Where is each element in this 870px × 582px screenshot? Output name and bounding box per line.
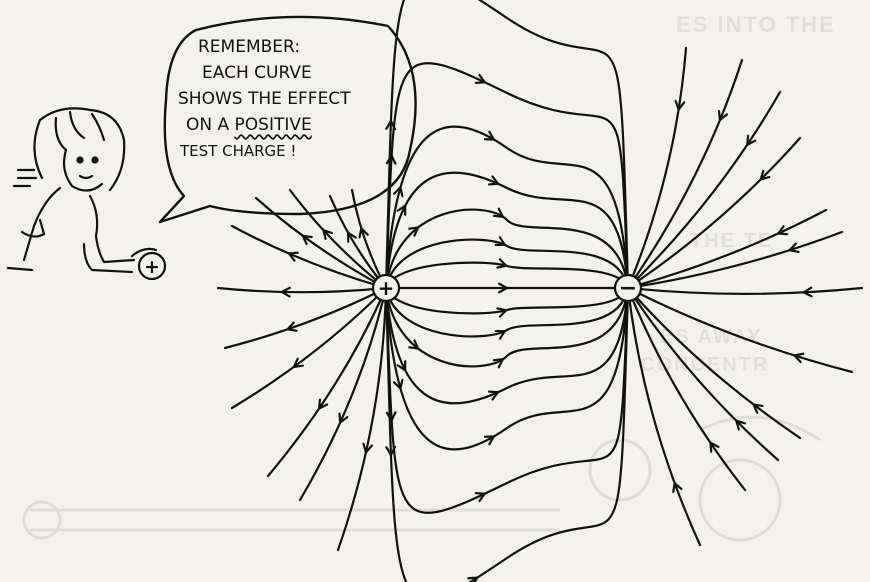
field-line-inward (628, 288, 862, 294)
field-line (386, 288, 628, 336)
field-line (386, 288, 628, 449)
field-line (386, 240, 628, 288)
bubble-line-1: REMEMBER: (178, 34, 408, 60)
positive-charge-symbol: + (378, 276, 395, 300)
field-line-outward (268, 288, 386, 476)
test-charge: + (139, 253, 165, 279)
bubble-line-4: ON A POSITIVE (178, 112, 408, 138)
bubble-positive-word: POSITIVE (235, 115, 312, 135)
positive-charge: + (373, 275, 399, 301)
field-line-outward (232, 288, 386, 408)
field-line-outward (218, 288, 386, 292)
negative-charge-symbol: − (619, 276, 637, 301)
bubble-line-2: EACH CURVE (178, 60, 408, 86)
bubble-line-4-prefix: ON A (186, 115, 235, 135)
test-charge-symbol: + (144, 256, 160, 278)
field-line (386, 127, 628, 288)
character-figure (8, 108, 156, 272)
bubble-line-3: SHOWS THE EFFECT (178, 86, 408, 112)
field-line-inward (628, 60, 742, 288)
negative-charge: − (615, 275, 641, 301)
field-line-inward (628, 92, 780, 288)
speech-bubble-text: REMEMBER: EACH CURVE SHOWS THE EFFECT ON… (178, 34, 408, 164)
bubble-line-5: TEST CHARGE ! (178, 138, 408, 164)
ghost-drawing (24, 417, 820, 540)
